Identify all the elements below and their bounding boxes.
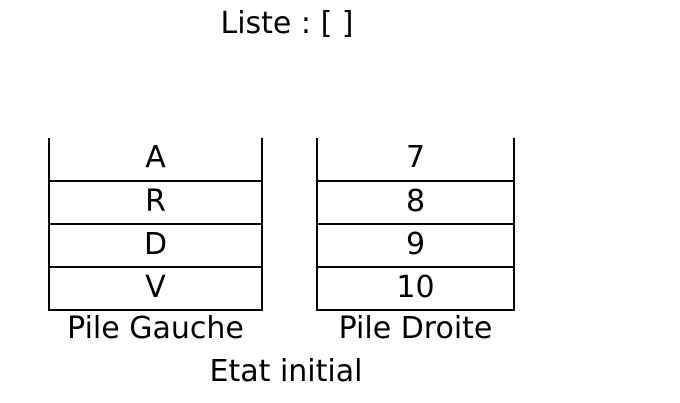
left-stack-cell: V [50, 268, 261, 311]
right-stack-caption: Pile Droite [338, 311, 493, 346]
right-stack-cell: 9 [318, 225, 513, 268]
list-title: Liste : [ ] [220, 6, 354, 41]
left-stack-cell: A [50, 138, 261, 182]
right-stack-cell: 8 [318, 182, 513, 225]
right-stack-cell: 7 [318, 138, 513, 182]
left-stack-cell: R [50, 182, 261, 225]
left-stack-caption: Pile Gauche [67, 311, 244, 346]
right-stack-cell: 10 [318, 268, 513, 311]
state-label: Etat initial [209, 354, 363, 389]
right-stack: 7 8 9 10 [316, 138, 515, 311]
left-stack-cell: D [50, 225, 261, 268]
left-stack: A R D V [48, 138, 263, 311]
